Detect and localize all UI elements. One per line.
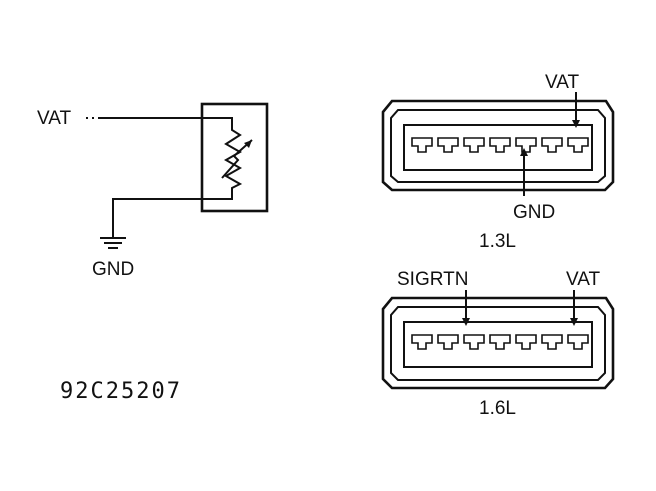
terminal-housing <box>403 124 593 171</box>
terminal-pin <box>515 137 537 153</box>
terminal-row <box>411 137 589 153</box>
connector-13-vat-label: VAT <box>545 72 580 93</box>
terminal-pin <box>567 334 589 350</box>
terminal-pin <box>463 137 485 153</box>
terminal-pin <box>489 137 511 153</box>
connector-1-3l: VAT GND 1.3L <box>381 72 615 252</box>
connector-16-sigrtn-label: SIGRTN <box>397 269 468 290</box>
figure-code: 92C25207 <box>60 379 182 404</box>
sensor-box <box>200 102 269 213</box>
terminal-housing <box>403 321 593 368</box>
sensor-gnd-label: GND <box>92 259 134 280</box>
terminal-pin <box>567 137 589 153</box>
terminal-row <box>411 334 589 350</box>
connector-16-caption: 1.6L <box>479 398 516 419</box>
terminal-pin <box>437 334 459 350</box>
gnd-wire <box>112 198 202 238</box>
terminal-pin <box>411 334 433 350</box>
connector-13-gnd-label: GND <box>513 202 555 223</box>
connector-16-vat-label: VAT <box>566 269 601 290</box>
ground-icon <box>100 237 126 249</box>
thermistor-icon <box>202 117 253 200</box>
terminal-pin <box>411 137 433 153</box>
terminal-pin <box>541 137 563 153</box>
sensor-schematic: VAT GND <box>37 102 269 280</box>
connector-shell <box>381 99 615 192</box>
connector-13-caption: 1.3L <box>479 231 516 252</box>
terminal-pin <box>463 334 485 350</box>
connector-shell <box>381 296 615 390</box>
sensor-vat-label: VAT <box>37 108 72 129</box>
terminal-pin <box>489 334 511 350</box>
terminal-pin <box>515 334 537 350</box>
terminal-pin <box>541 334 563 350</box>
terminal-pin <box>437 137 459 153</box>
connector-1-6l: SIGRTN VAT 1.6L <box>381 269 615 419</box>
